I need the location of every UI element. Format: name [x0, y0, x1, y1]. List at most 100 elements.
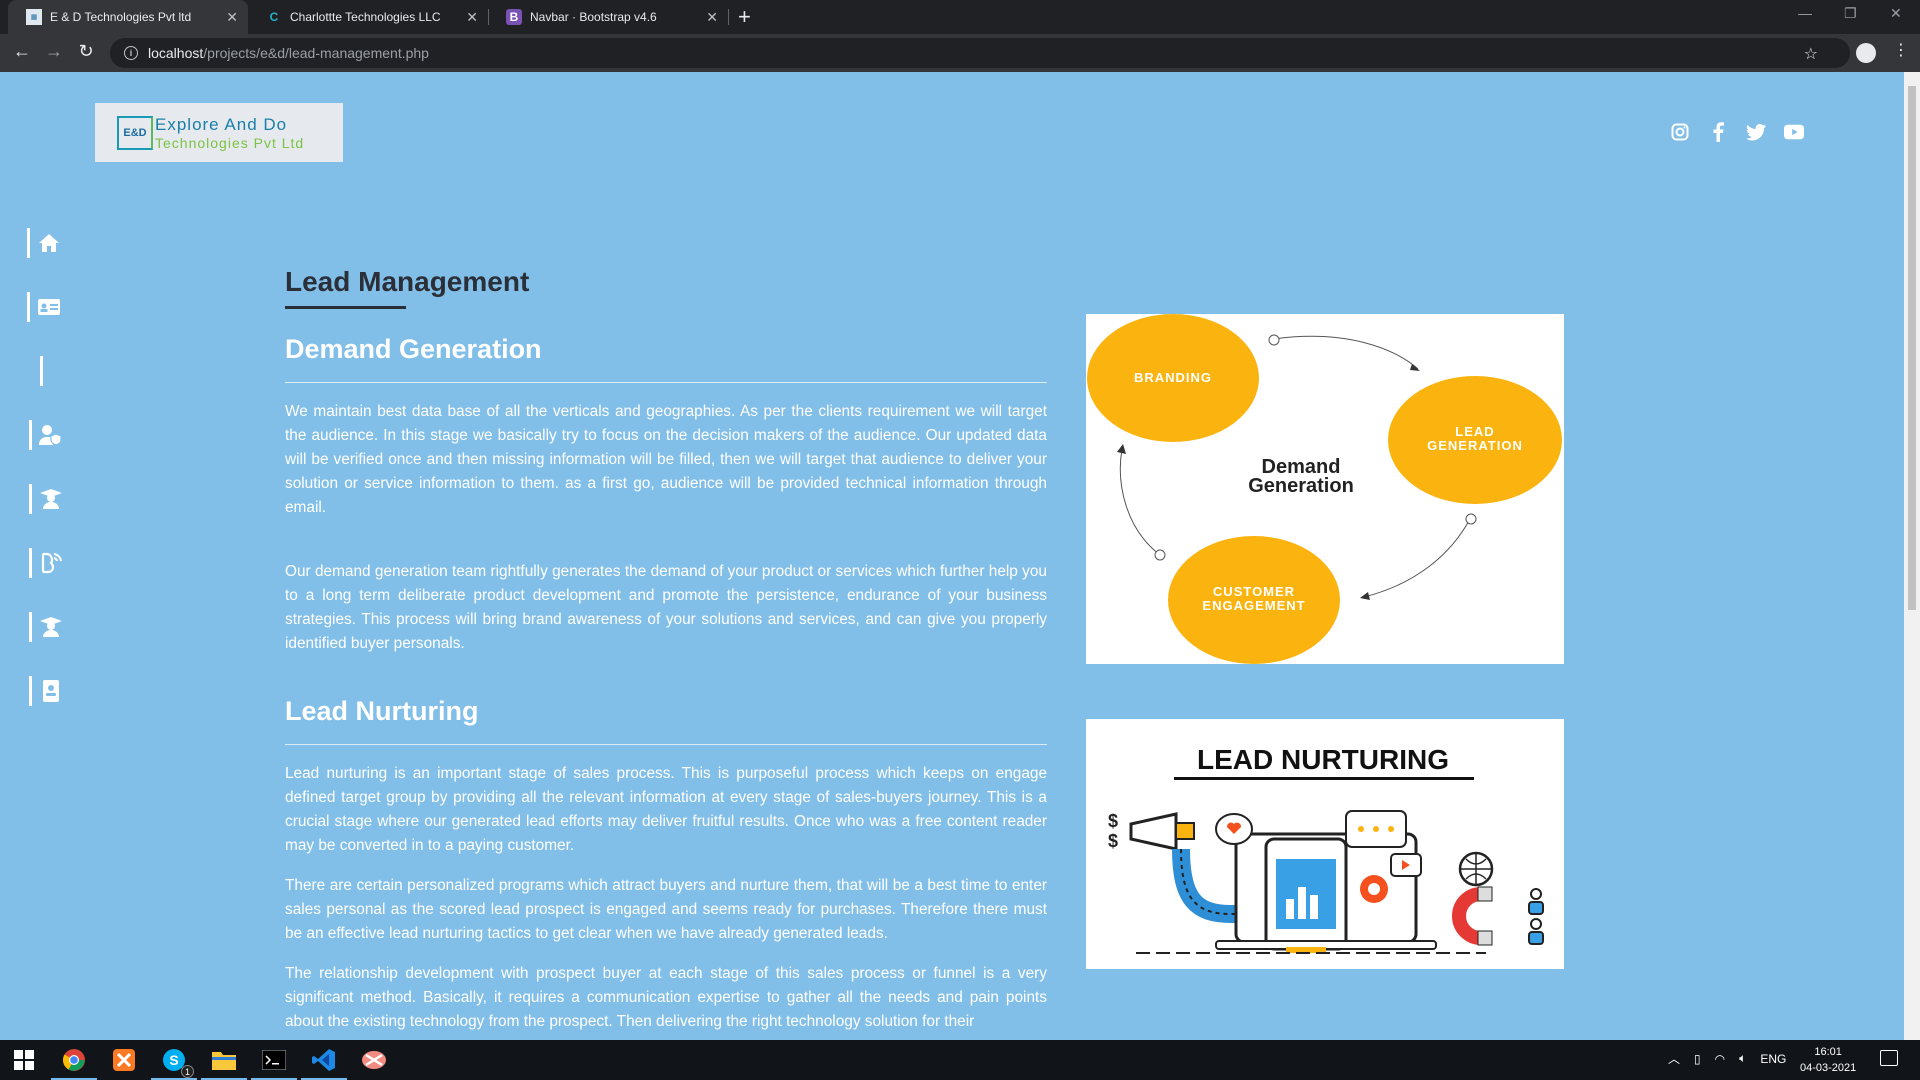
- url-host: localhost: [148, 45, 204, 61]
- svg-text:Demand: Demand: [1262, 456, 1341, 478]
- close-window-button[interactable]: ✕: [1890, 5, 1902, 21]
- active-indicator: [51, 1078, 97, 1080]
- contact-book-icon: [42, 680, 59, 702]
- graduate-icon: [39, 617, 62, 637]
- tab-charlotte[interactable]: C Charlottte Technologies LLC ✕: [248, 0, 489, 34]
- battery-icon[interactable]: ▯: [1694, 1051, 1701, 1066]
- clock-time: 16:01: [1814, 1046, 1842, 1058]
- info-icon[interactable]: i: [124, 46, 138, 60]
- active-indicator: [301, 1078, 347, 1080]
- site-logo[interactable]: E&D Explore And Do Technologies Pvt Ltd: [95, 103, 343, 162]
- demand-generation-diagram: BRANDING LEAD GENERATION CUSTOMER ENGAGE…: [1086, 314, 1564, 664]
- file-explorer-icon[interactable]: [210, 1046, 238, 1074]
- clock[interactable]: 16:01 04-03-2021: [1800, 1044, 1856, 1076]
- lead-nurturing-illustration: LEAD NURTURING $ $: [1086, 719, 1564, 969]
- social-links: [1670, 122, 1804, 142]
- home-icon: [38, 234, 59, 252]
- skype-icon[interactable]: S 1: [160, 1046, 194, 1078]
- xampp-icon[interactable]: [110, 1046, 138, 1074]
- section-divider: [285, 382, 1047, 383]
- svg-text:GENERATION: GENERATION: [1427, 438, 1523, 453]
- svg-text:$: $: [1108, 831, 1118, 851]
- sidebar-item-home[interactable]: [27, 228, 67, 258]
- svg-text:S: S: [169, 1052, 178, 1068]
- scrollbar-thumb[interactable]: [1908, 86, 1916, 610]
- active-indicator: [201, 1078, 247, 1080]
- clock-date: 04-03-2021: [1800, 1062, 1857, 1074]
- tab-separator: [488, 9, 489, 25]
- svg-text:LEAD: LEAD: [1455, 424, 1494, 439]
- page-scrollbar[interactable]: [1904, 72, 1920, 1040]
- sidebar-item-contact[interactable]: [29, 676, 69, 706]
- url-path: /projects/e&d/lead-management.php: [203, 45, 429, 61]
- volume-icon[interactable]: 🔈︎: [1739, 1051, 1747, 1065]
- paragraph: Our demand generation team rightfully ge…: [285, 563, 1047, 652]
- terminal-icon[interactable]: [260, 1046, 288, 1074]
- active-indicator: [151, 1078, 197, 1080]
- windows-taskbar: S 1 ︿ ▯ ◠ 🔈︎ ENG 16:01 04-03-2021: [0, 1040, 1920, 1080]
- sidebar-item-careers[interactable]: [29, 612, 69, 642]
- user-shield-icon: [38, 425, 62, 445]
- browser-tab-bar: ▦ E & D Technologies Pvt ltd ✕ C Charlot…: [0, 0, 1920, 34]
- svg-text:$: $: [1108, 811, 1118, 831]
- bookmark-star-icon[interactable]: ☆: [1803, 46, 1818, 63]
- graduate-icon: [39, 489, 62, 509]
- skype-badge: 1: [181, 1065, 194, 1078]
- sidebar-item-blank[interactable]: [40, 356, 44, 386]
- restore-button[interactable]: ❐: [1844, 5, 1857, 21]
- id-card-icon: [37, 299, 60, 315]
- snipping-tool-icon[interactable]: [360, 1046, 388, 1074]
- sidebar-item-training[interactable]: [29, 484, 69, 514]
- windows-start-icon[interactable]: [10, 1046, 38, 1074]
- system-tray: ︿ ▯ ◠ 🔈︎ ENG: [1668, 1050, 1786, 1067]
- page-viewport: E&D Explore And Do Technologies Pvt Ltd: [0, 72, 1904, 1040]
- tab-title: Navbar · Bootstrap v4.6: [530, 10, 657, 24]
- twitter-icon[interactable]: [1746, 122, 1766, 142]
- forward-button[interactable]: →: [45, 41, 63, 61]
- paragraph: There are certain personalized programs …: [285, 877, 1047, 942]
- notification-icon[interactable]: [1880, 1050, 1898, 1066]
- language-indicator[interactable]: ENG: [1760, 1051, 1787, 1066]
- chevron-up-icon[interactable]: ︿: [1668, 1052, 1681, 1066]
- title-underline: [285, 306, 406, 309]
- profile-avatar-icon[interactable]: [1856, 43, 1876, 63]
- favicon-bootstrap-icon: B: [506, 9, 522, 25]
- vscode-icon[interactable]: [310, 1046, 338, 1074]
- youtube-icon[interactable]: [1784, 122, 1804, 142]
- browser-toolbar: ← → ↻ i localhost/projects/e&d/lead-mana…: [0, 34, 1920, 72]
- svg-text:ENGAGEMENT: ENGAGEMENT: [1202, 598, 1305, 613]
- address-bar[interactable]: i localhost/projects/e&d/lead-management…: [110, 38, 1850, 68]
- sidebar-item-users[interactable]: [29, 420, 69, 450]
- instagram-icon[interactable]: [1670, 122, 1690, 142]
- tab-title: Charlottte Technologies LLC: [290, 10, 441, 24]
- favicon-ed-icon: ▦: [26, 9, 42, 25]
- close-icon[interactable]: ✕: [226, 9, 238, 25]
- section-divider: [285, 744, 1047, 745]
- chrome-icon[interactable]: [60, 1046, 88, 1074]
- back-button[interactable]: ←: [13, 41, 31, 61]
- new-tab-button[interactable]: +: [738, 4, 751, 29]
- logo-line1: Explore And Do: [155, 114, 288, 134]
- facebook-icon[interactable]: [1708, 122, 1728, 142]
- logo-mark: E&D: [117, 115, 153, 150]
- minimize-button[interactable]: —: [1798, 5, 1812, 21]
- tab-ed-technologies[interactable]: ▦ E & D Technologies Pvt ltd ✕: [8, 0, 248, 34]
- reload-button[interactable]: ↻: [78, 41, 94, 61]
- blog-icon: [41, 552, 62, 574]
- sidebar-item-blog[interactable]: [29, 548, 69, 578]
- close-icon[interactable]: ✕: [466, 9, 478, 25]
- page-title: Lead Management: [285, 266, 530, 297]
- svg-text:BRANDING: BRANDING: [1134, 370, 1212, 385]
- menu-kebab-icon[interactable]: ⋮: [1893, 42, 1909, 59]
- svg-text:CUSTOMER: CUSTOMER: [1213, 584, 1295, 599]
- tab-separator: [728, 9, 729, 25]
- favicon-c-icon: C: [269, 10, 279, 24]
- paragraph: We maintain best data base of all the ve…: [285, 403, 1047, 516]
- svg-text:LEAD NURTURING: LEAD NURTURING: [1197, 744, 1449, 775]
- paragraph: Lead nurturing is an important stage of …: [285, 765, 1047, 854]
- paragraph: The relationship development with prospe…: [285, 965, 1047, 1030]
- tab-bootstrap[interactable]: B Navbar · Bootstrap v4.6 ✕: [488, 0, 729, 34]
- wifi-icon[interactable]: ◠: [1714, 1051, 1726, 1066]
- sidebar-item-about[interactable]: [27, 292, 67, 322]
- close-icon[interactable]: ✕: [706, 9, 718, 25]
